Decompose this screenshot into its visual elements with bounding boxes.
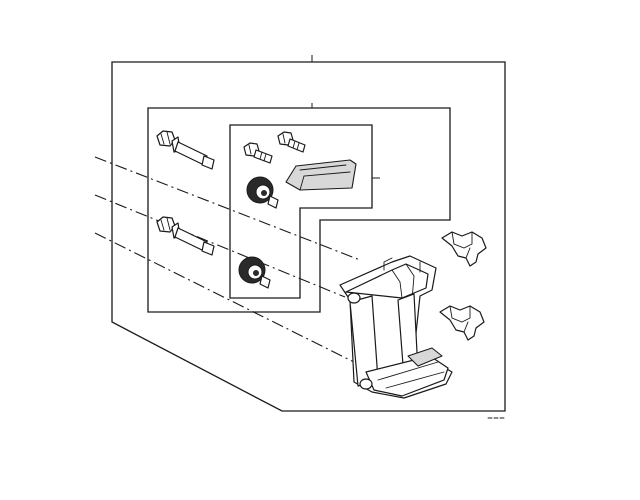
small-bolt-right: [277, 131, 306, 153]
guide-pin-bolt-lower: [156, 216, 215, 256]
outer-kit-frame: [111, 55, 506, 412]
guide-bushing-lower: [238, 256, 271, 289]
alignment-line-upper: [94, 156, 361, 261]
guide-bushing-upper: [246, 176, 279, 209]
guide-pin-bolt-upper: [156, 130, 215, 170]
caliper-carrier-bracket: [339, 255, 453, 399]
small-bolt-left: [243, 142, 273, 164]
anti-rattle-clip-lower: [439, 305, 485, 341]
anti-rattle-clip-upper: [441, 231, 487, 267]
grease-sachet: [285, 159, 357, 191]
alignment-line-lower: [94, 232, 371, 371]
inner-subkit-frame: [229, 124, 380, 299]
alignment-line-middle: [94, 194, 346, 298]
alignment-lines: [94, 156, 371, 371]
middle-subkit-frame: [147, 103, 451, 313]
